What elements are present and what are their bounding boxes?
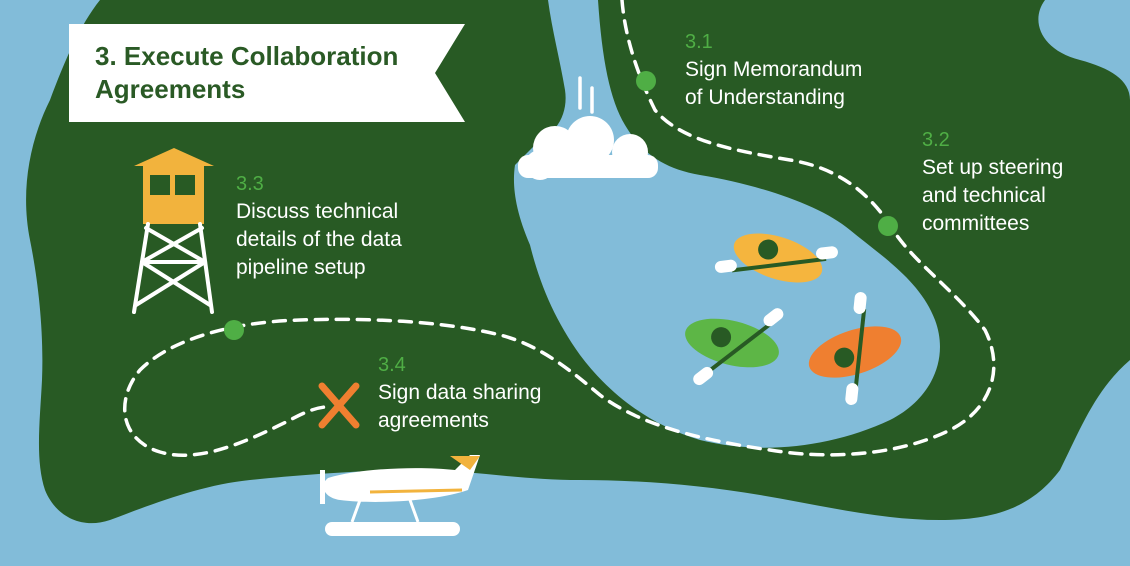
banner-shape — [69, 24, 465, 122]
step-label: Discuss technical details of the data pi… — [236, 200, 402, 279]
step-label: Sign data sharing agreements — [378, 381, 542, 432]
step-label: Set up steering and technical committees — [922, 156, 1064, 235]
x-marker-icon — [318, 382, 360, 429]
dashed-trail — [122, 0, 996, 457]
kayak-icon — [808, 292, 902, 406]
waterfall-icon — [578, 76, 594, 114]
step-3-2: 3.2 Set up steering and technical commit… — [922, 128, 1063, 238]
page-title: 3. Execute Collaboration Agreements — [95, 41, 399, 104]
cloud-icon — [518, 116, 658, 180]
step-3-4: 3.4 Sign data sharing agreements — [378, 353, 541, 435]
step-number: 3.3 — [236, 173, 264, 195]
step-dot-3-2 — [878, 216, 898, 236]
step-label: Sign Memorandum of Understanding — [685, 58, 863, 109]
step-number: 3.4 — [378, 354, 406, 376]
land-mass — [26, 0, 1130, 524]
watchtower-icon — [132, 148, 214, 314]
step-number: 3.2 — [922, 129, 950, 151]
step-dot-3-1 — [636, 71, 656, 91]
step-dot-3-3 — [224, 320, 244, 340]
kayak-icon — [714, 233, 838, 283]
step-3-1: 3.1 Sign Memorandum of Understanding — [685, 30, 862, 112]
step-3-3: 3.3 Discuss technical details of the dat… — [236, 172, 402, 282]
kayak-icon — [685, 308, 784, 386]
title-banner: 3. Execute Collaboration Agreements — [69, 24, 465, 122]
seaplane-icon — [320, 455, 480, 536]
step-number: 3.1 — [685, 31, 713, 53]
